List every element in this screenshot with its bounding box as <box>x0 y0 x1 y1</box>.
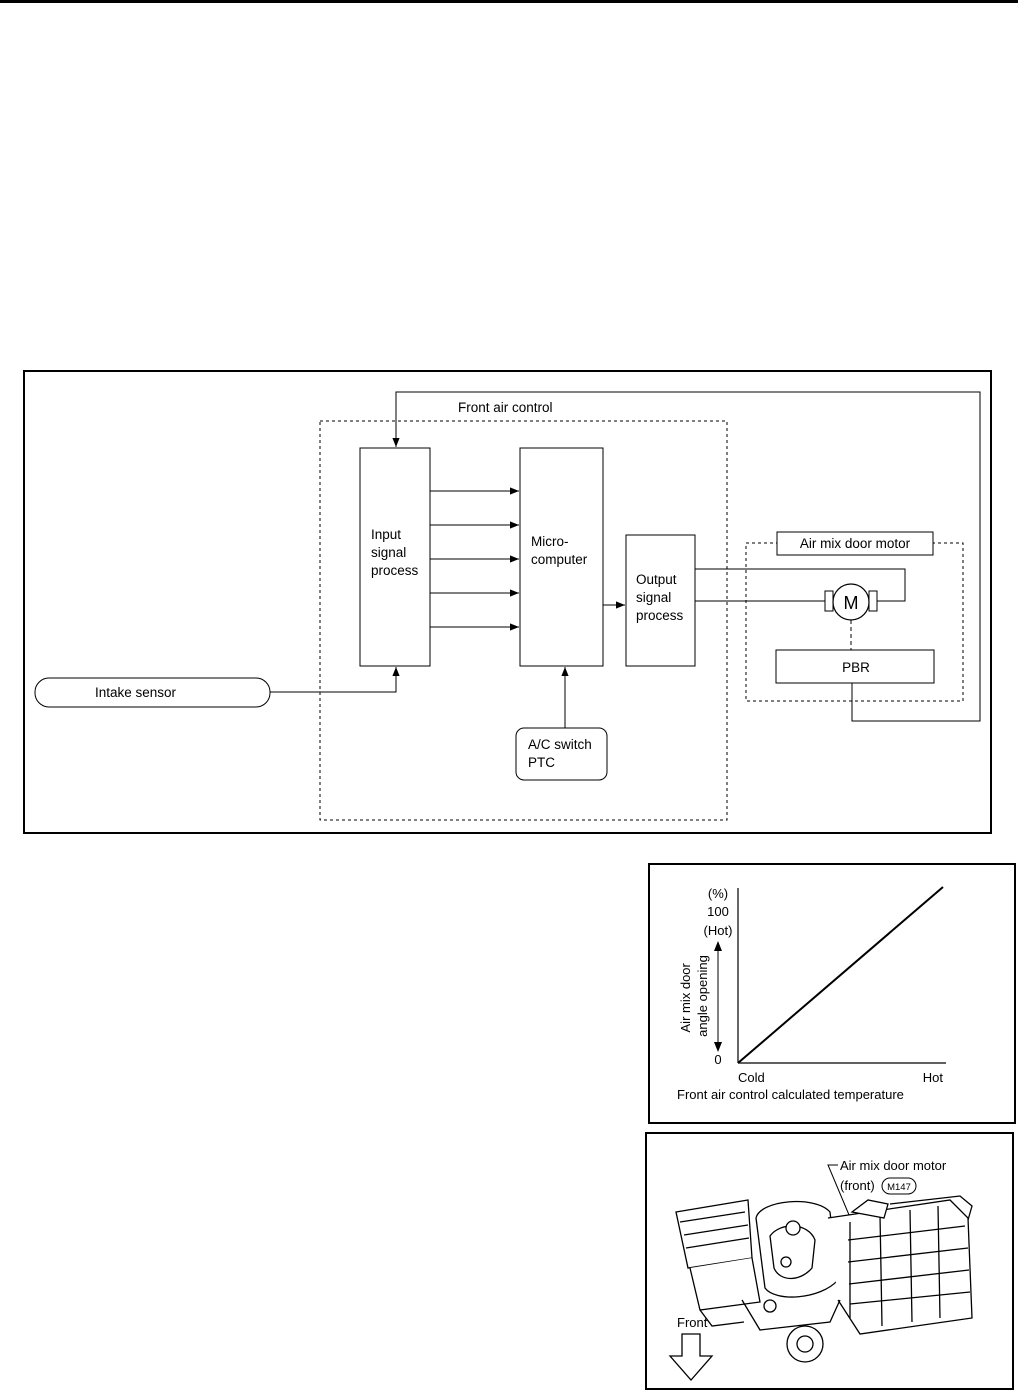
input-signal-process-label: Input signal process <box>371 527 419 578</box>
air-mix-door-motor-label: Air mix door motor <box>800 536 911 551</box>
microcomputer-label: Micro- computer <box>531 534 588 567</box>
graph-y-arrow-up <box>714 941 722 951</box>
pbr-box <box>775 649 935 684</box>
front-air-control-label: Front air control <box>458 400 553 415</box>
output-signal-process-label: Output signal process <box>636 572 684 623</box>
ac-switch-ptc-box <box>515 727 608 781</box>
graph-y-unit: (%) <box>708 886 728 901</box>
motor-symbol-label: M <box>844 593 859 613</box>
graph-y-label: Air mix door angle opening <box>678 955 710 1037</box>
motor-wire-upper <box>695 568 906 602</box>
motor-terminal-right <box>868 590 878 612</box>
component-frame <box>645 1132 1014 1390</box>
front-air-control-region <box>319 420 728 821</box>
connector-label: M147 <box>887 1182 911 1193</box>
motor-terminal-left <box>824 590 834 612</box>
graph-frame <box>648 863 1016 1124</box>
front-label: Front <box>677 1315 708 1330</box>
air-mix-door-motor-label-box <box>776 531 934 556</box>
graph-y-arrow-down <box>714 1042 722 1052</box>
graph-y-min: 0 <box>714 1052 721 1067</box>
ac-switch-ptc-label: A/C switch PTC <box>528 737 596 770</box>
heater-unit-illustration <box>675 1195 973 1363</box>
graph-y-max: 100 <box>707 904 729 919</box>
graph-x-label: Front air control calculated temperature <box>677 1087 904 1102</box>
front-arrow-icon <box>668 1333 714 1381</box>
graph-y-max-note: (Hot) <box>704 923 733 938</box>
input-signal-process-box <box>359 447 431 667</box>
output-signal-process-box <box>625 534 696 667</box>
graph-x-max-label: Hot <box>923 1070 944 1085</box>
feedback-line <box>392 391 981 722</box>
intake-sensor-line <box>270 667 400 693</box>
intake-sensor-label: Intake sensor <box>95 685 177 700</box>
connector-badge <box>881 1177 917 1195</box>
microcomputer-box <box>519 447 604 667</box>
pbr-label: PBR <box>842 660 870 675</box>
graph-series-line <box>737 886 944 1064</box>
page-top-rule <box>0 0 1018 3</box>
diagram-frame <box>23 370 992 834</box>
component-callout-line1: Air mix door motor <box>840 1158 947 1173</box>
graph-x-min-label: Cold <box>738 1070 765 1085</box>
component-callout-line2: (front) <box>840 1178 875 1193</box>
callout-leader <box>827 1164 853 1223</box>
